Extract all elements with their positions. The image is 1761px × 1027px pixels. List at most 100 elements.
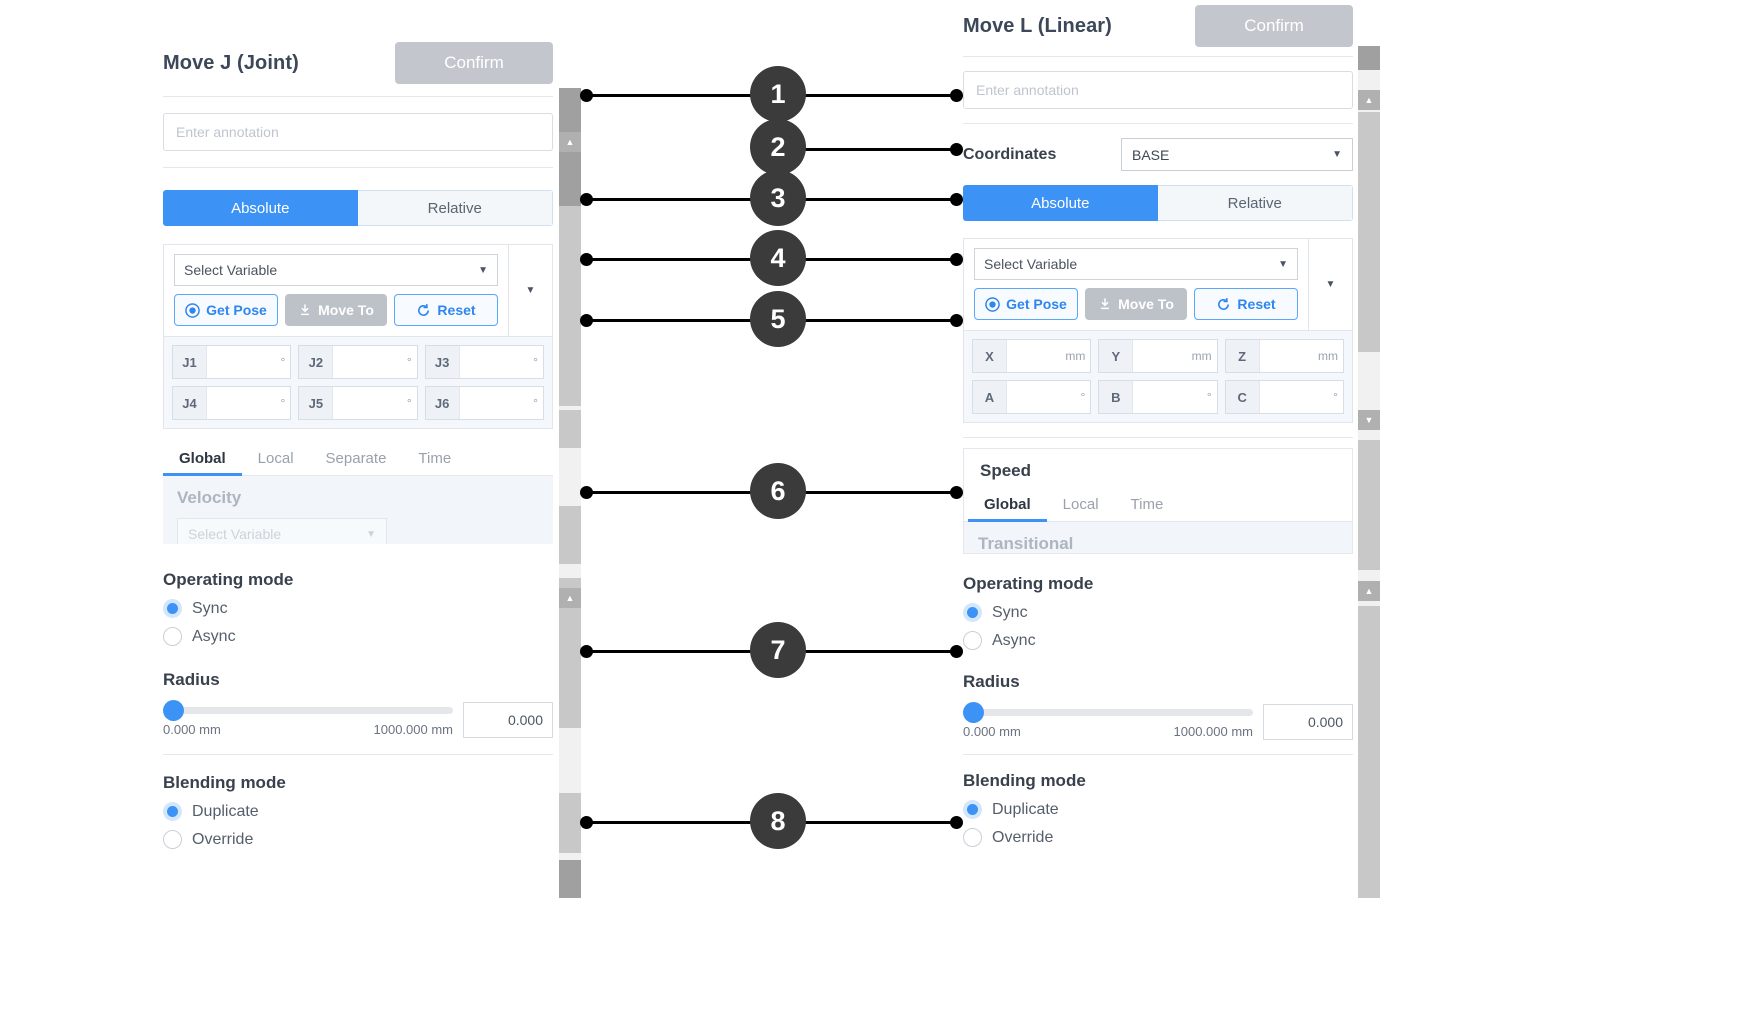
callout-dot-right-8 — [950, 816, 963, 829]
move-j-blending-override[interactable]: Override — [163, 830, 553, 849]
move-l-reset-button[interactable]: Reset — [1194, 288, 1298, 320]
scroll-up-arrow-icon[interactable]: ▲ — [559, 132, 581, 152]
joint-field-j2[interactable]: J2 ° — [298, 345, 418, 379]
move-j-reset-label: Reset — [437, 302, 476, 318]
chevron-down-icon: ▼ — [366, 528, 376, 540]
move-l-blending-override[interactable]: Override — [963, 828, 1353, 847]
move-j-scrollbar-thumb-3[interactable] — [559, 410, 581, 448]
move-j-radius-value-input[interactable]: 0.000 — [463, 702, 553, 738]
slider-handle[interactable] — [163, 700, 184, 721]
move-j-velocity-select[interactable]: Select Variable ▼ — [177, 518, 387, 544]
move-j-speed-tab-time[interactable]: Time — [418, 450, 452, 467]
move-l-speed-tab-global[interactable]: Global — [968, 487, 1047, 522]
callout-dot-right-4 — [950, 253, 963, 266]
pose-field-b[interactable]: B ° — [1098, 380, 1218, 414]
move-l-tab-relative[interactable]: Relative — [1157, 185, 1353, 221]
pose-field-z[interactable]: Z mm — [1224, 339, 1344, 373]
move-l-scrollbar-thumb-4[interactable] — [1358, 606, 1380, 898]
callout-line-3b — [778, 198, 958, 201]
joint-field-j5[interactable]: J5 ° — [298, 386, 418, 420]
radio-on-icon — [963, 603, 982, 622]
pose-field-y[interactable]: Y mm — [1098, 339, 1218, 373]
slider-handle[interactable] — [963, 702, 984, 723]
pose-unit: ° — [1206, 390, 1212, 404]
move-j-get-pose-button[interactable]: Get Pose — [174, 294, 278, 326]
move-l-move-to-button[interactable]: Move To — [1085, 288, 1187, 320]
move-l-expand-toggle[interactable]: ▼ — [1309, 238, 1353, 331]
move-j-speed-tab-global[interactable]: Global — [163, 441, 242, 476]
joint-field-j6[interactable]: J6 ° — [424, 386, 544, 420]
move-j-mode-segmented: Absolute Relative — [163, 190, 553, 226]
scroll-up-arrow-icon-2[interactable]: ▲ — [559, 588, 581, 608]
radio-on-icon — [963, 800, 982, 819]
joint-field-j4[interactable]: J4 ° — [172, 386, 292, 420]
move-l-variable-select[interactable]: Select Variable ▼ — [974, 248, 1298, 280]
joint-field-j3[interactable]: J3 ° — [424, 345, 544, 379]
move-l-radius-slider[interactable] — [963, 702, 1253, 723]
move-l-scrollbar-thumb-3[interactable] — [1358, 440, 1380, 570]
joint-field-j1[interactable]: J1 ° — [172, 345, 292, 379]
move-l-confirm-button[interactable]: Confirm — [1195, 5, 1353, 47]
chevron-down-icon: ▼ — [525, 285, 536, 296]
move-j-scrollbar-thumb-4[interactable] — [559, 506, 581, 564]
move-j-sync-label: Sync — [192, 599, 228, 617]
move-l-operating-mode-sync[interactable]: Sync — [963, 603, 1353, 622]
move-j-expand-toggle[interactable]: ▼ — [509, 244, 553, 337]
move-l-speed-title: Speed — [980, 461, 1032, 480]
move-l-radius-title: Radius — [963, 672, 1020, 691]
pose-row: X mm Y mm Z mm — [972, 339, 1344, 373]
move-l-tab-absolute[interactable]: Absolute — [963, 185, 1158, 221]
joint-key: J6 — [425, 387, 460, 419]
callout-4: 4 — [750, 230, 806, 286]
move-l-scrollbar-thumb[interactable] — [1358, 46, 1380, 70]
move-l-blending-duplicate[interactable]: Duplicate — [963, 800, 1353, 819]
scroll-down-arrow-icon[interactable]: ▼ — [1358, 410, 1380, 430]
move-j-annotation-input[interactable] — [163, 113, 553, 151]
move-l-header: Move L (Linear) Confirm — [963, 4, 1353, 48]
joint-unit: ° — [406, 396, 412, 410]
move-j-tab-relative[interactable]: Relative — [357, 190, 553, 226]
callout-dot-right-5 — [950, 314, 963, 327]
move-j-override-label: Override — [192, 830, 254, 848]
move-j-speed-tab-separate[interactable]: Separate — [325, 450, 387, 467]
move-j-move-to-button[interactable]: Move To — [285, 294, 387, 326]
callout-dot-left-1 — [580, 89, 593, 102]
callout-line-1 — [586, 94, 778, 97]
move-j-velocity-pane: Velocity Select Variable ▼ — [163, 476, 553, 544]
callout-line-4 — [586, 258, 778, 261]
pose-field-c[interactable]: C ° — [1224, 380, 1344, 414]
move-j-operating-mode-sync[interactable]: Sync — [163, 599, 553, 618]
move-l-speed-tab-local[interactable]: Local — [1062, 496, 1099, 513]
move-j-scrollbar-thumb-7[interactable] — [559, 860, 581, 898]
move-j-speed-tabs: Global Local Separate Time — [163, 441, 553, 476]
move-j-scrollbar-thumb-6[interactable] — [559, 793, 581, 853]
pose-unit: mm — [1065, 349, 1086, 363]
move-j-reset-button[interactable]: Reset — [394, 294, 498, 326]
pose-field-a[interactable]: A ° — [972, 380, 1092, 414]
callout-line-4b — [778, 258, 958, 261]
joint-unit: ° — [533, 396, 538, 410]
move-l-scrollbar-thumb-2[interactable] — [1358, 112, 1380, 352]
move-l-coordinates-select[interactable]: BASE ▼ — [1121, 138, 1353, 171]
move-j-speed-tab-local[interactable]: Local — [257, 450, 294, 467]
move-j-variable-select[interactable]: Select Variable ▼ — [174, 254, 498, 286]
move-j-blending-mode-title: Blending mode — [163, 773, 286, 792]
move-l-scrollbar[interactable]: ▲ ▼ ▲ — [1358, 46, 1380, 898]
refresh-icon — [1218, 297, 1230, 310]
move-j-confirm-button[interactable]: Confirm — [395, 42, 553, 84]
move-l-operating-mode-async[interactable]: Async — [963, 631, 1353, 650]
scroll-up-arrow-icon-2[interactable]: ▲ — [1358, 581, 1380, 601]
pose-field-x[interactable]: X mm — [972, 339, 1092, 373]
move-l-speed-tab-time[interactable]: Time — [1130, 496, 1164, 513]
scroll-up-arrow-icon[interactable]: ▲ — [1358, 90, 1380, 110]
move-j-scrollbar-thumb-2[interactable] — [559, 206, 581, 406]
move-j-scrollbar[interactable]: ▲ ▲ — [559, 88, 581, 898]
move-j-tab-absolute[interactable]: Absolute — [163, 190, 358, 226]
move-j-operating-mode-async[interactable]: Async — [163, 627, 553, 646]
move-l-annotation-input[interactable] — [963, 71, 1353, 109]
move-j-blending-duplicate[interactable]: Duplicate — [163, 802, 553, 821]
move-l-radius-value-input[interactable]: 0.000 — [1263, 704, 1353, 740]
move-j-scrollbar-thumb-5[interactable] — [559, 578, 581, 728]
move-l-get-pose-button[interactable]: Get Pose — [974, 288, 1078, 320]
move-j-radius-slider[interactable] — [163, 700, 453, 721]
